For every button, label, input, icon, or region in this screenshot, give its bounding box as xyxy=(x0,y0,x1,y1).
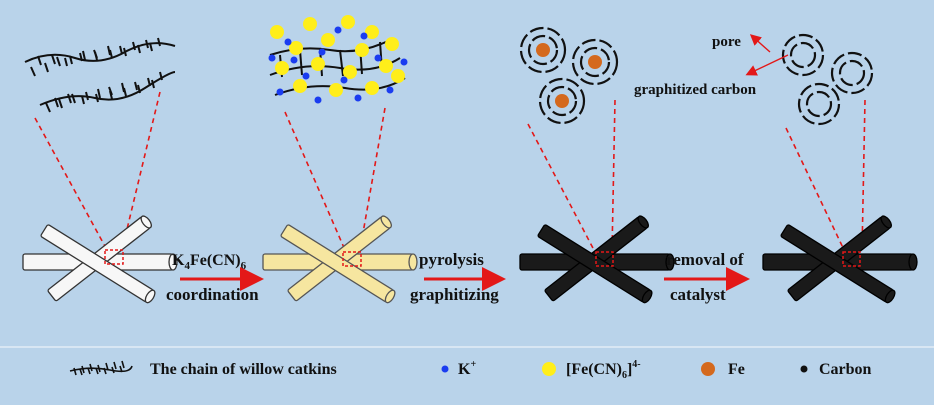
panel-3-zoom-box xyxy=(595,251,614,267)
panel-3-fe-cores xyxy=(536,43,602,108)
legend-carbon-label: Carbon xyxy=(819,361,872,378)
panel-4-annotation-arrows xyxy=(745,34,789,76)
legend-fe-marker xyxy=(701,362,715,376)
panel-3-zoom-lines xyxy=(527,99,616,253)
panel-4-zoom-box xyxy=(842,251,861,267)
legend-ferrocyanide-label: [Fe(CN)6]4- xyxy=(566,359,641,381)
panel-1-chains xyxy=(24,37,176,113)
legend-fe-label: Fe xyxy=(728,361,745,378)
panel-1-zoom-lines xyxy=(34,91,161,251)
step-1-process-label: coordination xyxy=(166,285,259,304)
step-2-top-label: pyrolysis xyxy=(419,250,484,269)
step-3-top-label: removal of xyxy=(666,250,744,269)
legend: The chain of willow catkins K+ [Fe(CN)6]… xyxy=(69,359,872,381)
legend-band xyxy=(0,345,934,405)
panel-2-ions xyxy=(268,15,408,104)
legend-k-ion-label: K+ xyxy=(458,359,476,378)
step-3-bottom-label: catalyst xyxy=(670,285,726,304)
legend-ferrocyanide-marker xyxy=(542,362,556,376)
step-1: K4Fe(CN)6 coordination xyxy=(166,252,264,304)
panel-2-zoom-box xyxy=(342,251,362,267)
step-3: removal of catalyst xyxy=(664,250,750,304)
legend-k-ion-marker xyxy=(441,365,449,373)
legend-carbon-marker xyxy=(800,365,808,373)
panel-4-zoom-lines xyxy=(785,99,866,253)
panel-3-shells xyxy=(519,26,619,125)
panel-1-zoom-box xyxy=(104,249,124,265)
pore-label: pore xyxy=(712,34,741,50)
panel-2-zoom-lines xyxy=(284,107,386,251)
panel-4-shells xyxy=(781,33,874,126)
step-2: pyrolysis graphitizing xyxy=(410,250,506,304)
legend-chain-icon xyxy=(69,360,133,376)
step-1-reagent-label: K4Fe(CN)6 xyxy=(172,252,247,272)
step-2-bottom-label: graphitizing xyxy=(410,285,499,304)
graphitized-carbon-label: graphitized carbon xyxy=(634,82,757,98)
legend-chain-label: The chain of willow catkins xyxy=(150,361,337,378)
